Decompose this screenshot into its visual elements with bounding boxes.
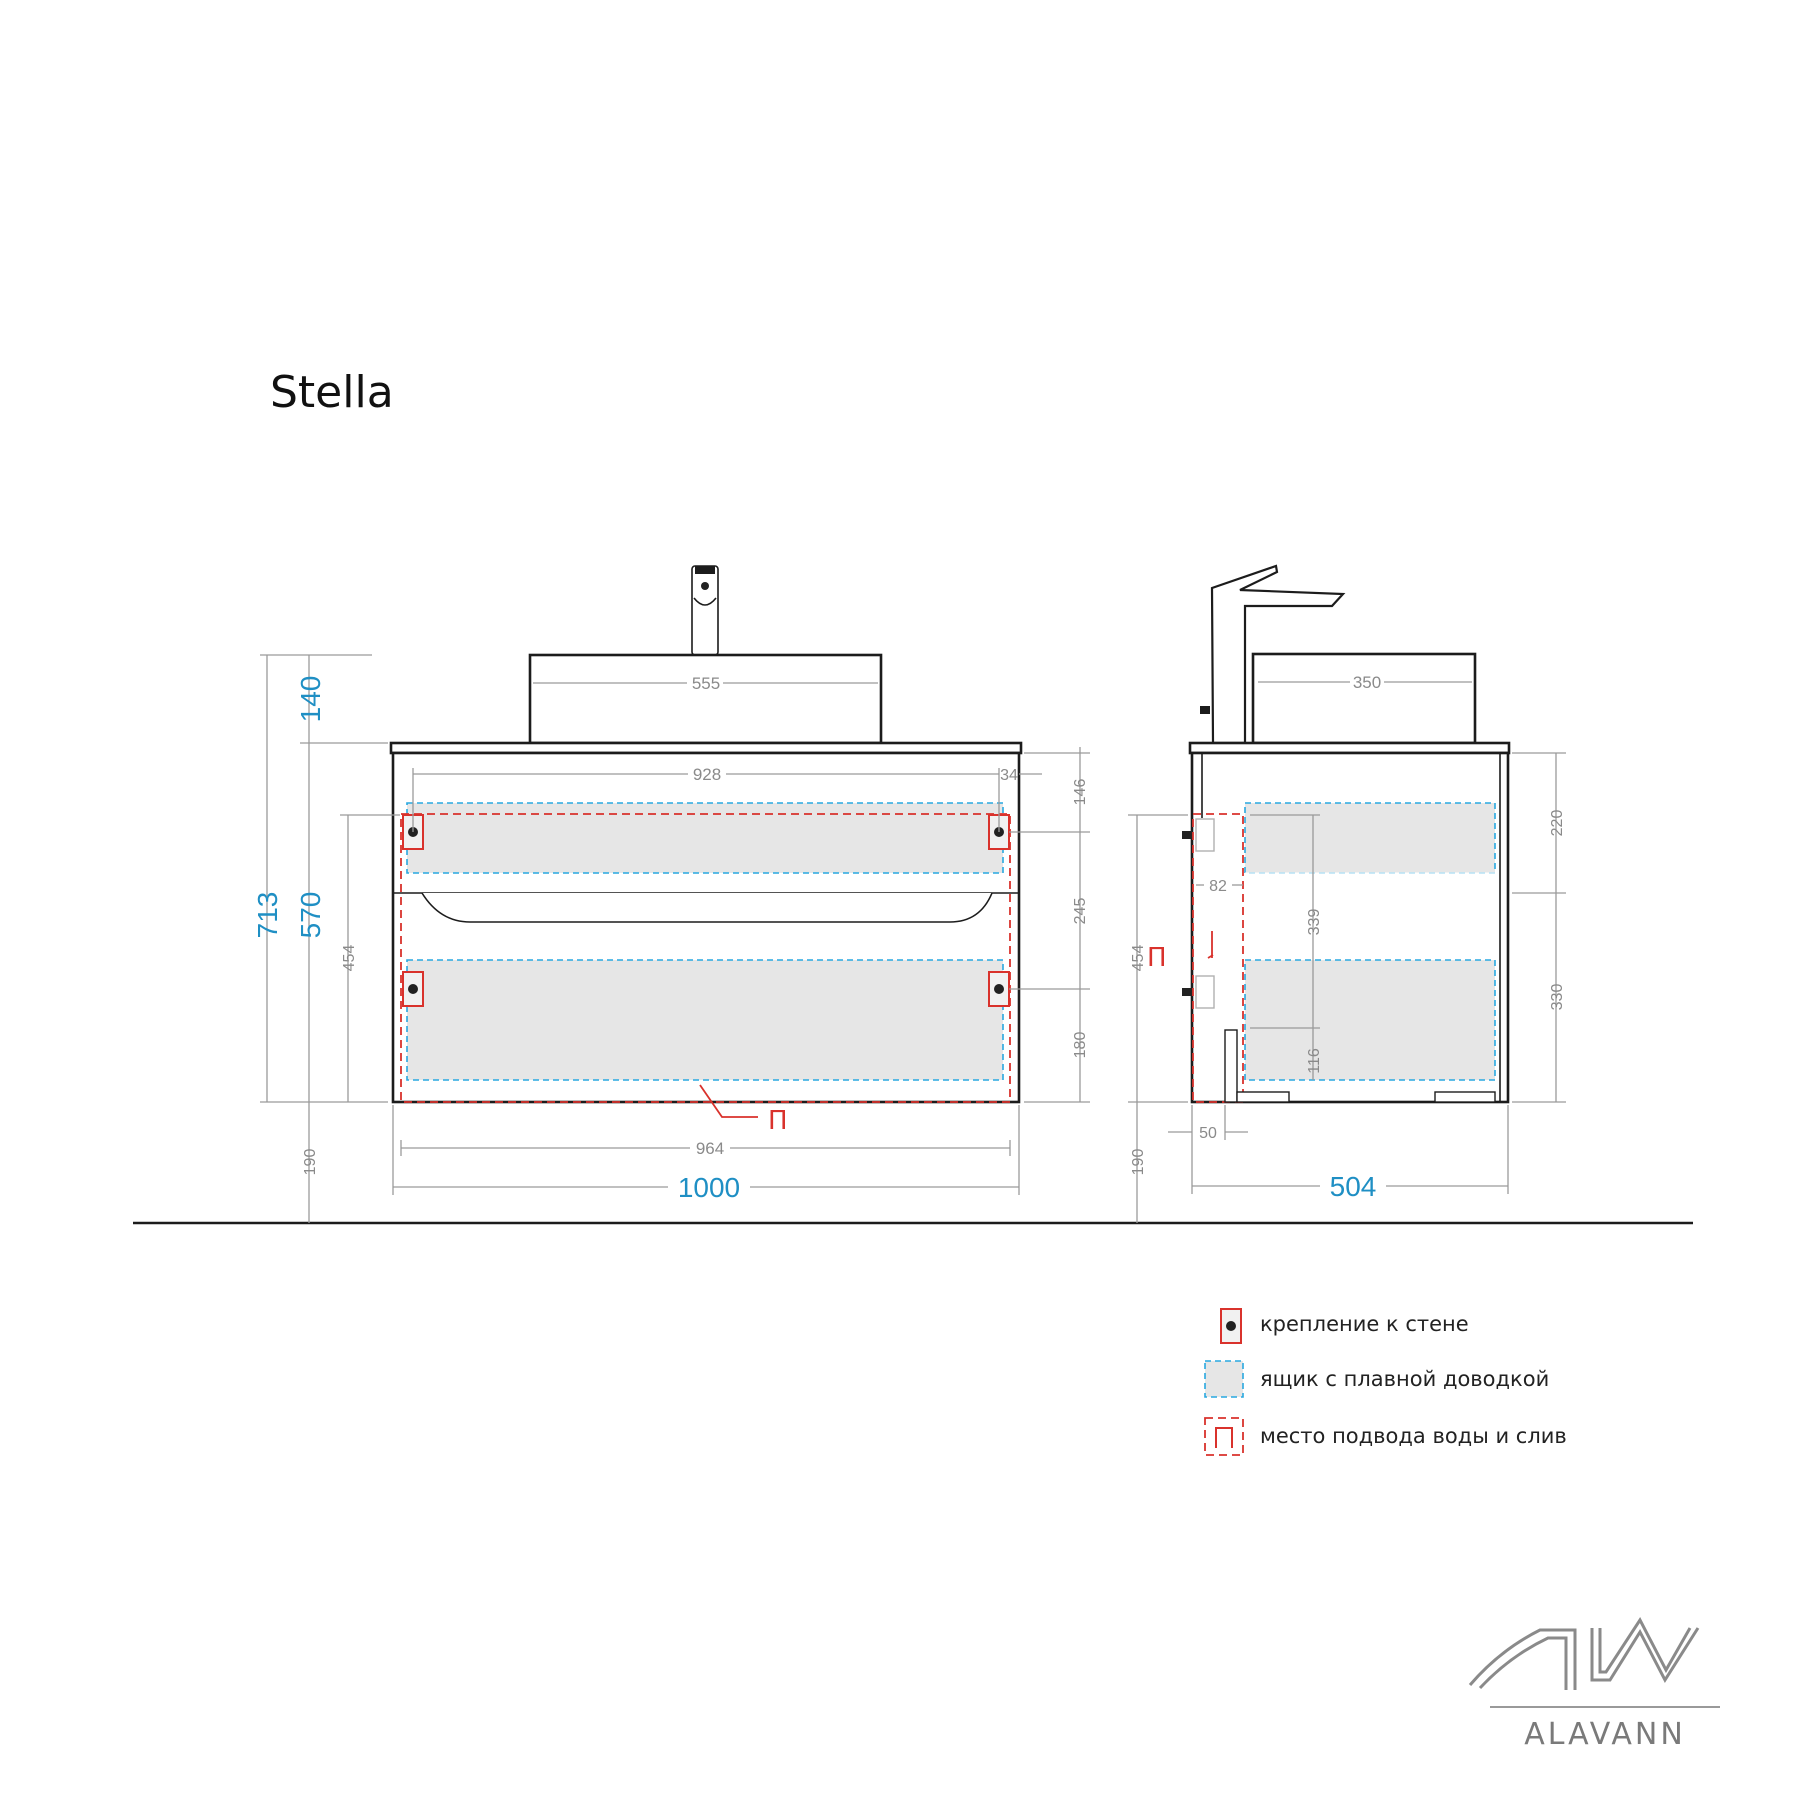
page-title: Stella (270, 367, 394, 418)
side-water-marker: П (1147, 943, 1167, 973)
logo-text: ALAVANN (1524, 1717, 1686, 1752)
dim-back-gap: 50 (1199, 1125, 1217, 1142)
dim-basin-width: 555 (692, 674, 720, 693)
dim-mount-offset: 34 (1000, 767, 1018, 784)
front-lower-drawer (406, 959, 1004, 1081)
soft-close-drawer-icon (1204, 1360, 1244, 1398)
dim-mount-spacing: 928 (693, 765, 721, 784)
dim-cabinet-height: 570 (295, 892, 326, 939)
front-countertop (389, 741, 1023, 755)
dim-side-mount-height: 454 (1130, 945, 1147, 972)
side-basin (1251, 652, 1477, 745)
legend-label-wall-mount: крепление к стене (1260, 1312, 1469, 1336)
front-water-marker: П (768, 1106, 788, 1136)
dim-top-offset: 146 (1072, 779, 1089, 806)
dim-total-depth: 504 (1330, 1171, 1377, 1202)
alavann-logo-mark-icon (1468, 1617, 1700, 1690)
front-view: П 555 928 34 146 245 180 964 1000 713 (252, 565, 1090, 1223)
dim-bottom-offset: 180 (1072, 1032, 1089, 1059)
dim-back-offset: 82 (1209, 878, 1227, 895)
dim-total-width: 1000 (678, 1172, 740, 1203)
dim-front-mount-height: 454 (341, 945, 358, 972)
dim-total-height: 713 (252, 892, 283, 939)
dim-inner-width: 964 (696, 1139, 724, 1158)
legend-label-drawer: ящик с плавной доводкой (1260, 1367, 1549, 1391)
side-countertop (1188, 741, 1511, 755)
legend-label-water: место подвода воды и слив (1260, 1424, 1567, 1448)
dim-lower-drawer: 330 (1549, 984, 1566, 1011)
side-lower-drawer (1244, 959, 1496, 1081)
dim-front-floor-gap: 190 (302, 1149, 319, 1176)
dim-mid-offset: 245 (1072, 898, 1089, 925)
wall-mount-icon (1220, 1308, 1242, 1344)
alavann-logo: ALAVANN (1468, 1617, 1720, 1752)
side-upper-drawer (1244, 802, 1496, 874)
dim-basin-height: 140 (295, 676, 326, 723)
dim-inner-height: 339 (1306, 909, 1323, 936)
front-basin (528, 653, 883, 745)
dim-basin-depth: 350 (1353, 673, 1381, 692)
front-water-area (400, 813, 1011, 1103)
legend: крепление к стене ящик с плавной доводко… (1204, 1308, 1567, 1456)
side-view: П 350 82 339 116 454 190 50 504 (1128, 564, 1566, 1223)
dim-side-floor-gap: 190 (1130, 1149, 1147, 1176)
front-faucet (691, 565, 719, 656)
dim-bottom-offset-side: 116 (1306, 1048, 1323, 1074)
dim-upper-drawer: 220 (1549, 810, 1566, 837)
water-supply-icon (1204, 1417, 1244, 1456)
front-handle-recess (421, 892, 993, 923)
